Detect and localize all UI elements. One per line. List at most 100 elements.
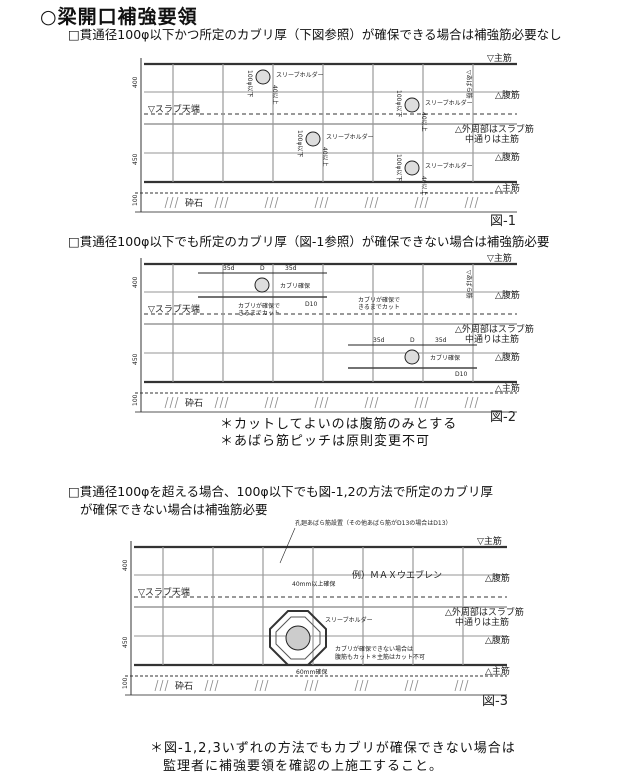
gravel-hatch <box>174 196 179 209</box>
gravel-hatch <box>214 679 219 692</box>
label-slab-top: ▽スラブ天端 <box>148 303 200 315</box>
gravel-hatch <box>324 196 329 209</box>
gravel-hatch <box>264 679 269 692</box>
dim-35d: 35d <box>223 265 235 272</box>
gravel-hatch <box>224 396 229 409</box>
gravel-hatch <box>374 196 379 209</box>
label-outer2: 中通りは主筋 <box>455 616 509 628</box>
gravel-hatch <box>269 396 274 409</box>
diameter-label: 100φ以下 <box>395 90 402 117</box>
gravel-hatch <box>259 679 264 692</box>
gravel-hatch <box>314 196 319 209</box>
label-slab-top: ▽スラブ天端 <box>138 586 190 598</box>
cover-ok-label: カブリ確保 <box>430 354 460 362</box>
gravel-hatch <box>309 679 314 692</box>
gravel-hatch <box>204 679 209 692</box>
sleeve-circle <box>255 69 271 85</box>
label-gravel: 砕石 <box>175 680 193 692</box>
page-title: ○梁開口補強要領 <box>40 6 198 28</box>
note-pitch: ＊あばら筋ピッチは原則変更不可 <box>220 434 431 449</box>
label-top-main: ▽主筋 <box>477 535 502 547</box>
figure-1-diagram: ▽主筋△腹筋△外周部はスラブ筋中通りは主筋△腹筋△主筋▽スラブ天端砕石40045… <box>132 52 534 229</box>
cover-label: 40以上 <box>420 112 428 132</box>
dim-d: D <box>410 337 415 344</box>
gravel-hatch <box>319 196 324 209</box>
dimension-400: 400 <box>122 559 129 571</box>
gravel-hatch <box>164 396 169 409</box>
gravel-hatch <box>324 396 329 409</box>
gravel-hatch <box>364 196 369 209</box>
sleeve-circle <box>254 277 270 293</box>
stirrup-label: ▽あばら筋 <box>465 270 473 299</box>
cut-label: きるまでカット <box>238 310 280 317</box>
cover40mm-label: 40mm以上確保 <box>292 580 335 588</box>
stirrup-label: ▽あばら筋 <box>465 70 473 99</box>
gravel-hatch <box>274 396 279 409</box>
gravel-hatch <box>304 679 309 692</box>
gravel-hatch <box>164 196 169 209</box>
d10-label: D10 <box>305 301 317 308</box>
gravel-hatch <box>314 679 319 692</box>
sleeve-group <box>255 69 420 176</box>
gravel-hatch <box>164 679 169 692</box>
label-web: △腹筋 <box>485 572 510 584</box>
label-web: △腹筋 <box>495 289 520 301</box>
section3-line1: □貫通径100φを超える場合、100φ以下でも図-1,2の方法で所定のカブリ厚 <box>68 484 494 499</box>
gravel-hatch <box>419 396 424 409</box>
dim-35d: 35d <box>435 337 447 344</box>
dimension-400: 400 <box>132 276 139 288</box>
hole-stirrup-label: 孔廻あばら筋設置（その他あばら筋がD13の場合はD13） <box>295 519 452 527</box>
diameter-label: 100φ以下 <box>395 154 402 181</box>
sleeve-circle <box>404 160 420 176</box>
cut-label: きるまでカット <box>358 304 400 311</box>
diameter-label: 100φ以下 <box>296 130 303 157</box>
gravel-hatch <box>419 196 424 209</box>
cannot-label: 腹筋もカット＊主筋はカット不可 <box>335 653 425 661</box>
gravel-hatch <box>464 396 469 409</box>
sleeve-circle <box>404 97 420 113</box>
sleeve-circle <box>305 131 321 147</box>
label-bottom-main: △主筋 <box>485 665 510 677</box>
figure-label: 図-3 <box>482 694 508 709</box>
gravel-hatch <box>214 196 219 209</box>
note-cut: ＊カットしてよいのは腹筋のみとする <box>220 417 458 432</box>
cut-label: カブリが確保で <box>238 302 280 310</box>
gravel-hatch <box>464 679 469 692</box>
label-outer1: △外周部はスラブ筋 <box>455 323 534 335</box>
gravel-hatch <box>464 196 469 209</box>
gravel-hatch <box>424 396 429 409</box>
sleeve-holder-label: スリーブホルダー <box>325 616 373 624</box>
gravel-hatch <box>454 679 459 692</box>
label-web: △腹筋 <box>485 634 510 646</box>
gravel-hatch <box>219 396 224 409</box>
dimension-100: 100 <box>132 194 139 206</box>
dim-35d: 35d <box>285 265 297 272</box>
label-gravel: 砕石 <box>185 197 203 209</box>
figure-label: 図-1 <box>490 214 516 229</box>
dimension-450: 450 <box>132 153 139 165</box>
label-outer2: 中通りは主筋 <box>465 133 519 145</box>
gravel-hatch <box>369 196 374 209</box>
gravel-hatch <box>319 396 324 409</box>
gravel-hatch <box>159 679 164 692</box>
gravel-hatch <box>374 396 379 409</box>
gravel-hatch <box>354 679 359 692</box>
sleeve-holder-label: スリーブホルダー <box>425 99 473 107</box>
sleeve-circle <box>285 625 311 651</box>
cannot-label: カブリが確保できない場合は <box>335 645 413 653</box>
dimension-450: 450 <box>122 636 129 648</box>
gravel-hatch <box>169 196 174 209</box>
sleeve-holder-label: スリーブホルダー <box>326 133 374 141</box>
gravel-hatch <box>459 679 464 692</box>
figure-3-diagram: ▽主筋△腹筋△外周部はスラブ筋中通りは主筋△腹筋△主筋▽スラブ天端砕石40045… <box>122 519 524 709</box>
cut-label: カブリが確保で <box>358 296 400 304</box>
gravel-hatch <box>369 396 374 409</box>
d10-label: D10 <box>455 371 467 378</box>
gravel-hatch <box>219 196 224 209</box>
cover-ok-label: カブリ確保 <box>280 282 310 290</box>
example-label: 例）ＭＡＸウエブレン <box>352 569 442 581</box>
reinforcement-octagon-inner <box>275 616 321 660</box>
reinforcement-octagon <box>269 610 327 666</box>
gravel-hatch <box>169 396 174 409</box>
gravel-hatch <box>154 679 159 692</box>
